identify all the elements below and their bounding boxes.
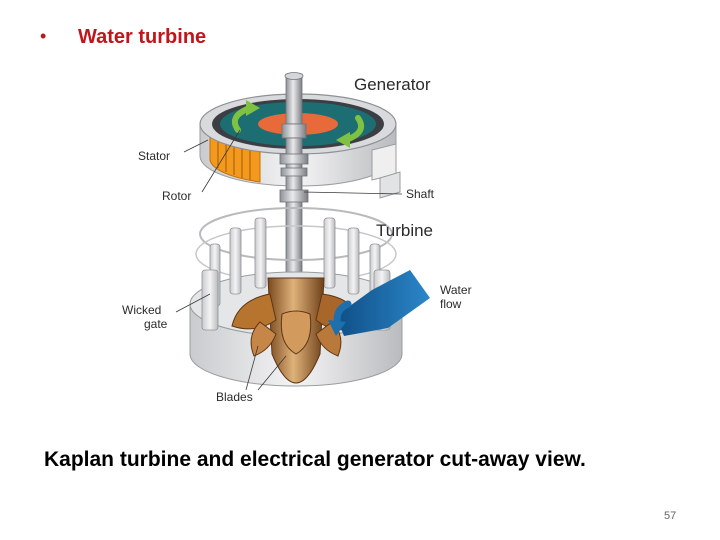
leader-rotor	[201, 129, 241, 193]
label-blades: Blades	[216, 390, 253, 404]
page-number: 57	[664, 510, 677, 522]
label-shaft: Shaft	[406, 187, 435, 201]
rotation-arrowhead-left	[246, 100, 260, 116]
leader-blades-1	[245, 345, 259, 391]
leader-wicked-gate	[175, 293, 211, 313]
label-water-flow-2: flow	[440, 297, 462, 311]
figure-caption: Kaplan turbine and electrical generator …	[44, 448, 586, 471]
label-water-flow-1: Water	[440, 283, 472, 297]
label-wicked-gate-2: gate	[144, 317, 168, 331]
label-wicked-gate-1: Wicked	[122, 303, 161, 317]
leader-lines	[175, 129, 403, 391]
turbine-diagram: Generator Stator Rotor Shaft Turbine Wat…	[122, 72, 472, 404]
runner-blade-front	[280, 310, 312, 355]
leader-shaft	[303, 191, 403, 195]
stator-coil-lines	[217, 142, 251, 180]
leader-blades-2	[257, 355, 287, 391]
stator-cutaway-block-lower	[379, 171, 401, 199]
turbine-runner	[231, 277, 363, 384]
label-generator: Generator	[354, 75, 431, 94]
runner-blade-left	[231, 293, 277, 330]
label-turbine: Turbine	[376, 221, 433, 240]
rotation-arrowhead-right	[336, 132, 350, 148]
leader-stator	[183, 139, 209, 153]
bullet-marker: •	[40, 26, 47, 46]
guide-ring-top	[199, 207, 393, 261]
label-stator: Stator	[138, 149, 170, 163]
bullet-heading: Water turbine	[78, 26, 207, 48]
stator-coil-band	[209, 133, 261, 183]
shaft	[279, 72, 309, 289]
label-rotor: Rotor	[162, 189, 191, 203]
water-flow-arrow	[328, 270, 430, 336]
